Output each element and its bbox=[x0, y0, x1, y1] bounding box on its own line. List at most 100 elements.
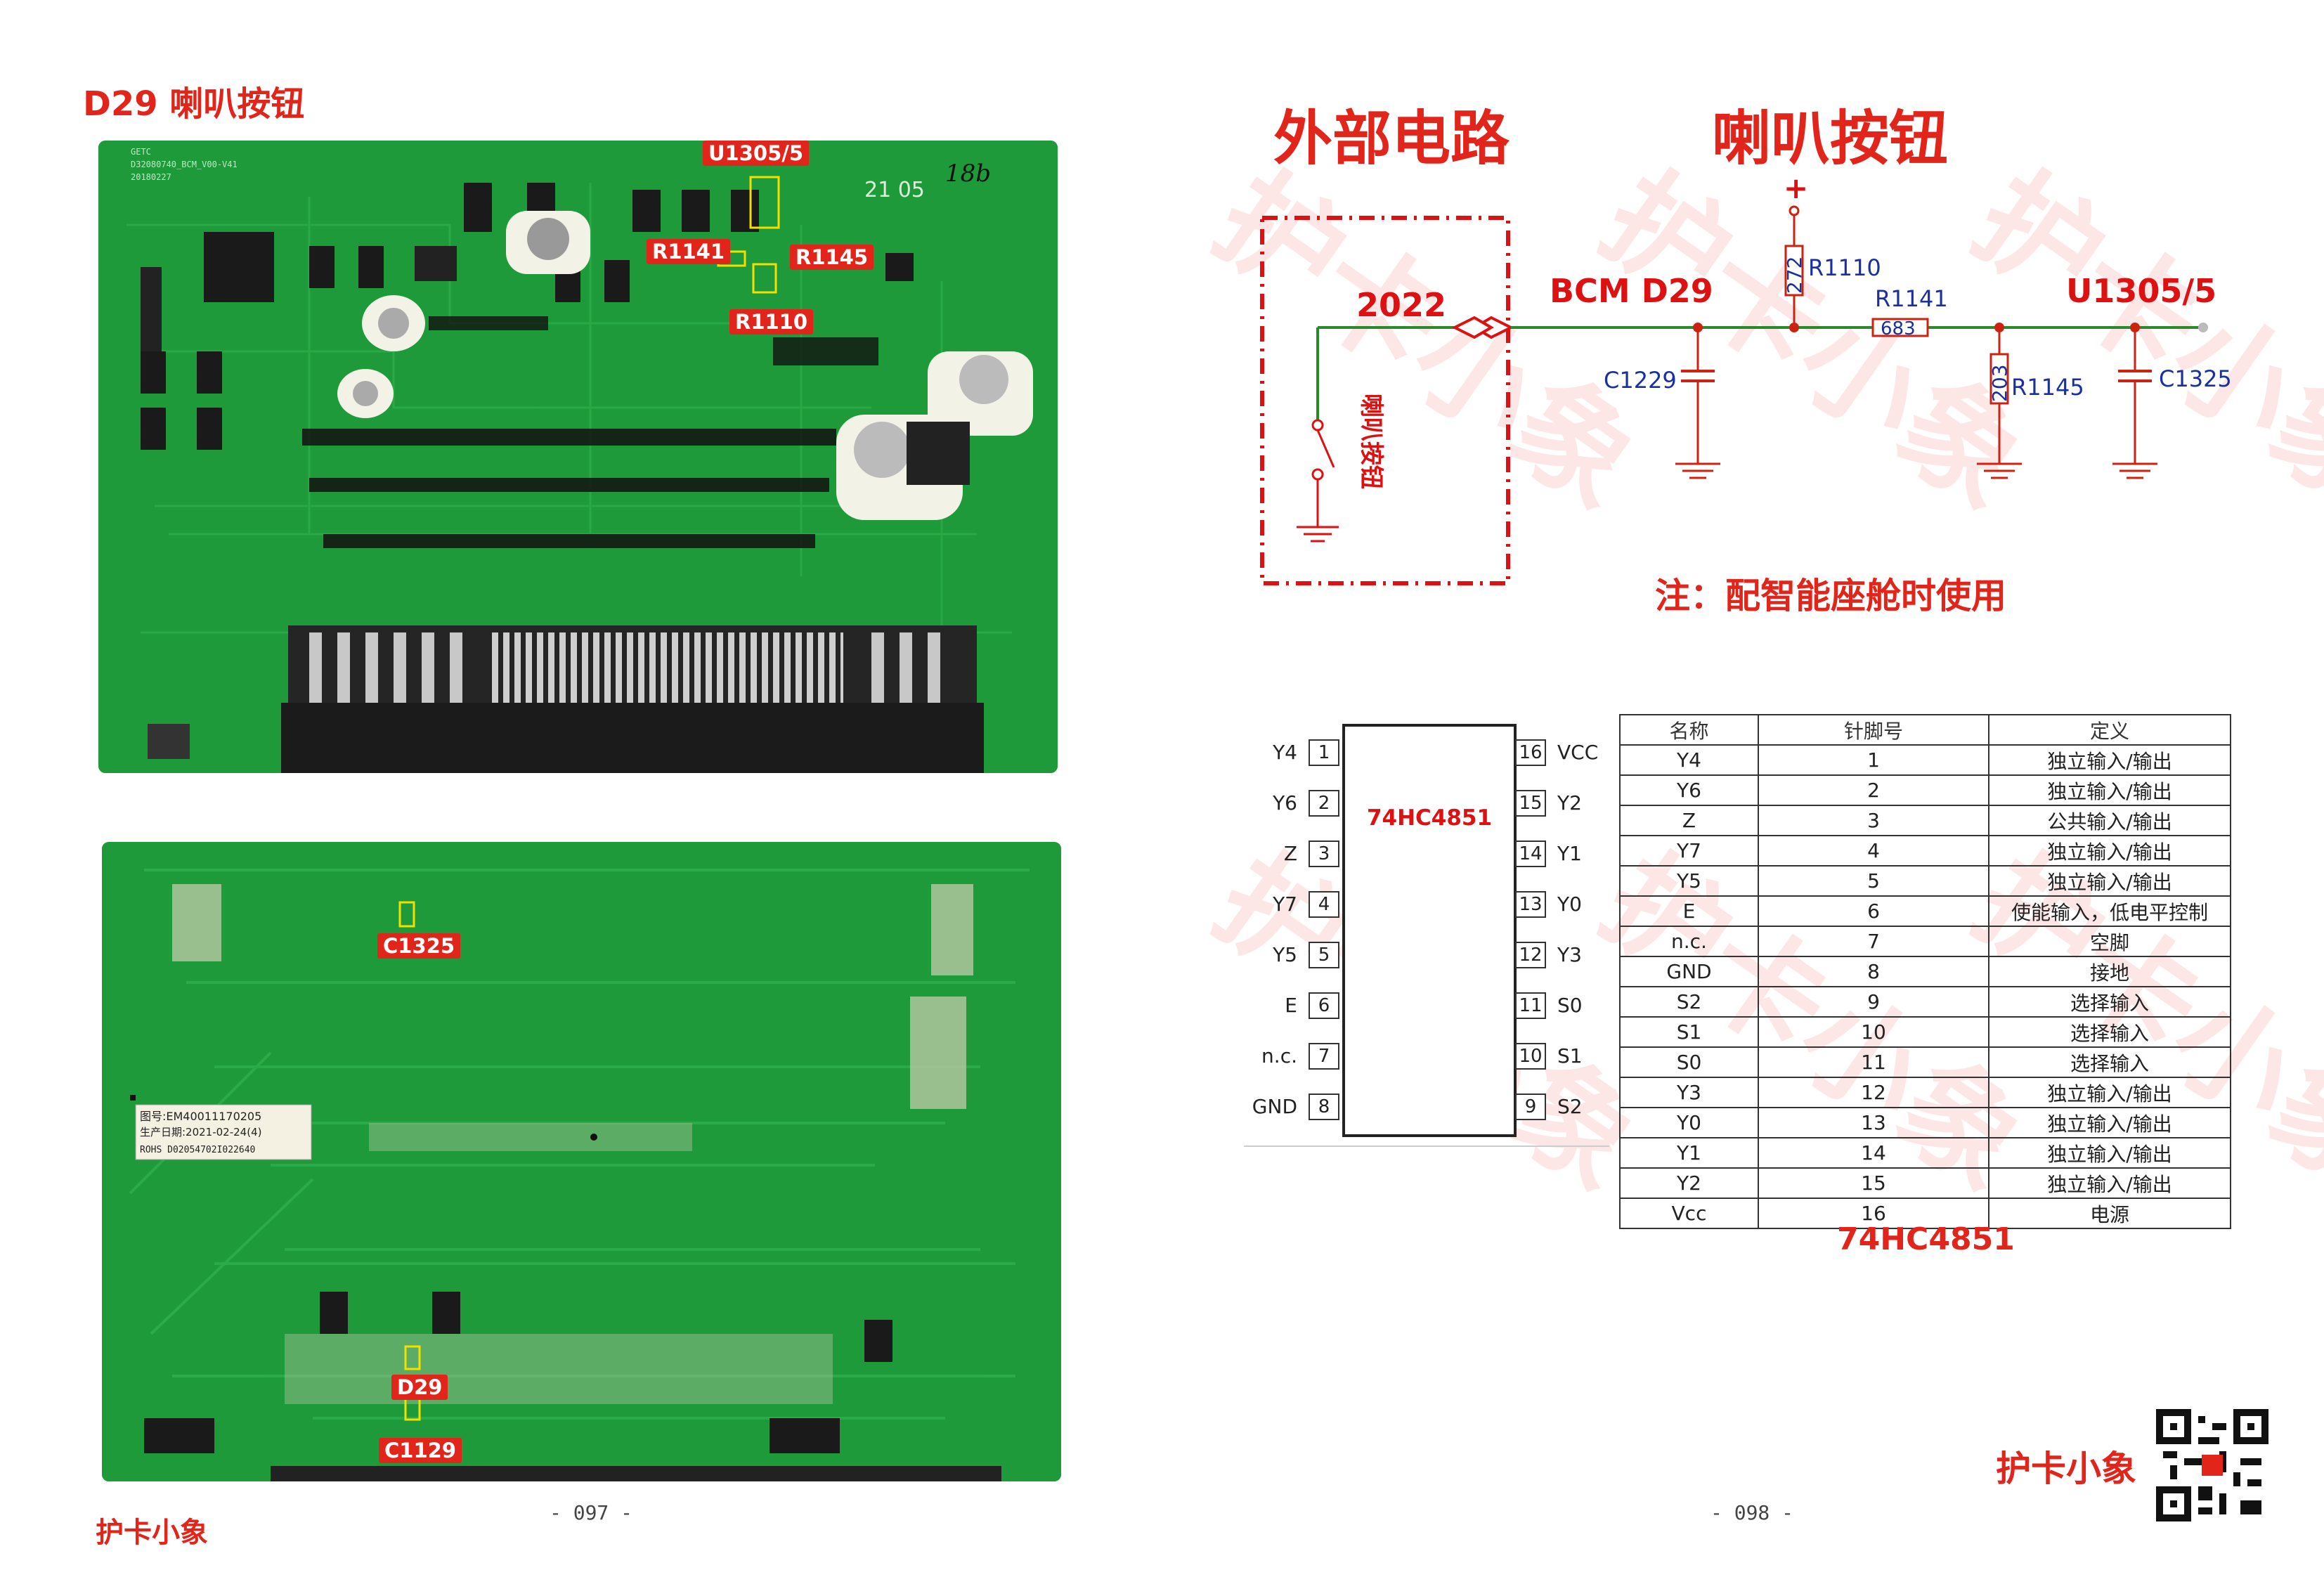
table-cell: 14 bbox=[1758, 1137, 1989, 1169]
table-cell: 独立输入/输出 bbox=[1988, 865, 2231, 897]
table-cell: 选择输入 bbox=[1988, 1016, 2231, 1048]
table-cell: 使能输入，低电平控制 bbox=[1988, 895, 2231, 927]
ic-pin-number: 9 bbox=[1515, 1093, 1546, 1120]
ic-pin-number: 14 bbox=[1515, 841, 1546, 867]
ic-pin-number: 3 bbox=[1309, 841, 1339, 867]
ic-pin-number: 8 bbox=[1309, 1093, 1339, 1120]
table-cell: 4 bbox=[1758, 835, 1989, 867]
table-cell: 空脚 bbox=[1988, 926, 2231, 957]
silk-code-1: GETC bbox=[131, 147, 151, 157]
pcb-top-drawing: GETC D32080740_BCM_V00-V41 20180227 21 0… bbox=[98, 141, 1058, 773]
table-cell: 9 bbox=[1758, 986, 1989, 1018]
supply-plus: + bbox=[1784, 171, 1808, 205]
r1141-ref: R1141 bbox=[1875, 285, 1948, 312]
ic-pin-name: Y2 bbox=[1557, 791, 1582, 815]
label-u1305: U1305/5 bbox=[703, 141, 810, 166]
table-cell: 独立输入/输出 bbox=[1988, 744, 2231, 776]
pcb-bottom-drawing: 图号:EM40011170205 生产日期:2021-02-24(4) ROHS… bbox=[102, 842, 1061, 1481]
table-cell: 2 bbox=[1758, 774, 1989, 806]
ic-pin-name: Y7 bbox=[1273, 893, 1297, 916]
ic-pin-name: E bbox=[1285, 994, 1297, 1017]
label-r1145: R1145 bbox=[790, 245, 874, 270]
ic-pin-name: n.c. bbox=[1261, 1044, 1297, 1067]
silk-handwritten: 18b bbox=[945, 160, 991, 188]
table-cell: GND bbox=[1619, 956, 1759, 987]
c1229-ref: C1229 bbox=[1604, 367, 1677, 394]
table-cell: 选择输入 bbox=[1988, 1046, 2231, 1078]
silk-code-4: 21 05 bbox=[864, 178, 925, 202]
ic-pin-name: VCC bbox=[1557, 741, 1599, 764]
ic-pin-number: 4 bbox=[1309, 891, 1339, 918]
qr-code-icon bbox=[2156, 1409, 2268, 1521]
ic-pin-number: 12 bbox=[1515, 942, 1546, 968]
r1145-value: 203 bbox=[1988, 365, 2011, 402]
table-cell: E bbox=[1619, 895, 1759, 927]
table-cell: Y7 bbox=[1619, 835, 1759, 867]
pcb-top-photo: GETC D32080740_BCM_V00-V41 20180227 21 0… bbox=[98, 141, 1058, 773]
table-cell: 16 bbox=[1758, 1198, 1989, 1229]
label-r1141: R1141 bbox=[647, 239, 731, 264]
table-cell: Y0 bbox=[1619, 1107, 1759, 1138]
heading-horn-button: 喇叭按钮 bbox=[1712, 104, 1949, 173]
table-cell: n.c. bbox=[1619, 926, 1759, 957]
ic-pin-number: 5 bbox=[1309, 942, 1339, 968]
heading-external-circuit: 外部电路 bbox=[1273, 104, 1510, 173]
ic-pin-number: 10 bbox=[1515, 1043, 1546, 1070]
table-cell: Y1 bbox=[1619, 1137, 1759, 1169]
ic-pin-number: 16 bbox=[1515, 739, 1546, 766]
ic-pin-name: Y5 bbox=[1273, 943, 1297, 966]
table-cell: 电源 bbox=[1988, 1198, 2231, 1229]
table-cell: 6 bbox=[1758, 895, 1989, 927]
table-cell: 公共输入/输出 bbox=[1988, 805, 2231, 836]
ic-pin-name: Y1 bbox=[1557, 842, 1582, 865]
ic-pin-name: Y6 bbox=[1273, 791, 1297, 815]
table-cell: Y4 bbox=[1619, 744, 1759, 776]
table-cell: 15 bbox=[1758, 1167, 1989, 1199]
ic-pin-number: 13 bbox=[1515, 891, 1546, 918]
th-def: 定义 bbox=[1988, 714, 2231, 746]
ic-pin-name: S0 bbox=[1557, 994, 1583, 1017]
r1110-value: 272 bbox=[1783, 257, 1806, 294]
table-cell: S0 bbox=[1619, 1046, 1759, 1078]
table-cell: 7 bbox=[1758, 926, 1989, 957]
table-cell: Y2 bbox=[1619, 1167, 1759, 1199]
bcm-label: BCM D29 bbox=[1550, 272, 1713, 310]
usage-note: 注：配智能座舱时使用 bbox=[1655, 576, 2006, 616]
ic-pin-name: GND bbox=[1252, 1095, 1297, 1118]
r1141-value: 683 bbox=[1881, 318, 1916, 339]
sticker-line1: 图号:EM40011170205 bbox=[140, 1110, 261, 1123]
table-cell: 独立输入/输出 bbox=[1988, 1137, 2231, 1169]
ic-pin-number: 11 bbox=[1515, 992, 1546, 1019]
table-cell: 10 bbox=[1758, 1016, 1989, 1048]
ic-pin-name: Y0 bbox=[1557, 893, 1582, 916]
table-cell: Vcc bbox=[1619, 1198, 1759, 1229]
label-r1110: R1110 bbox=[729, 309, 814, 335]
table-cell: 8 bbox=[1758, 956, 1989, 987]
table-cell: 13 bbox=[1758, 1107, 1989, 1138]
table-cell: Y6 bbox=[1619, 774, 1759, 806]
table-cell: Y3 bbox=[1619, 1077, 1759, 1108]
ic-body: 74HC4851 bbox=[1342, 724, 1517, 1137]
ic-pin-number: 7 bbox=[1309, 1043, 1339, 1070]
table-cell: Y5 bbox=[1619, 865, 1759, 897]
table-cell: 12 bbox=[1758, 1077, 1989, 1108]
silk-code-2: D32080740_BCM_V00-V41 bbox=[131, 160, 238, 169]
ic-pin-number: 2 bbox=[1309, 790, 1339, 817]
pcb-bottom-photo: 图号:EM40011170205 生产日期:2021-02-24(4) ROHS… bbox=[102, 842, 1061, 1481]
connector-pin-label: 2022 bbox=[1356, 286, 1446, 324]
ic-pin-name: Y3 bbox=[1557, 943, 1582, 966]
sticker-line3: ROHS D02054702I022640 bbox=[140, 1145, 255, 1155]
